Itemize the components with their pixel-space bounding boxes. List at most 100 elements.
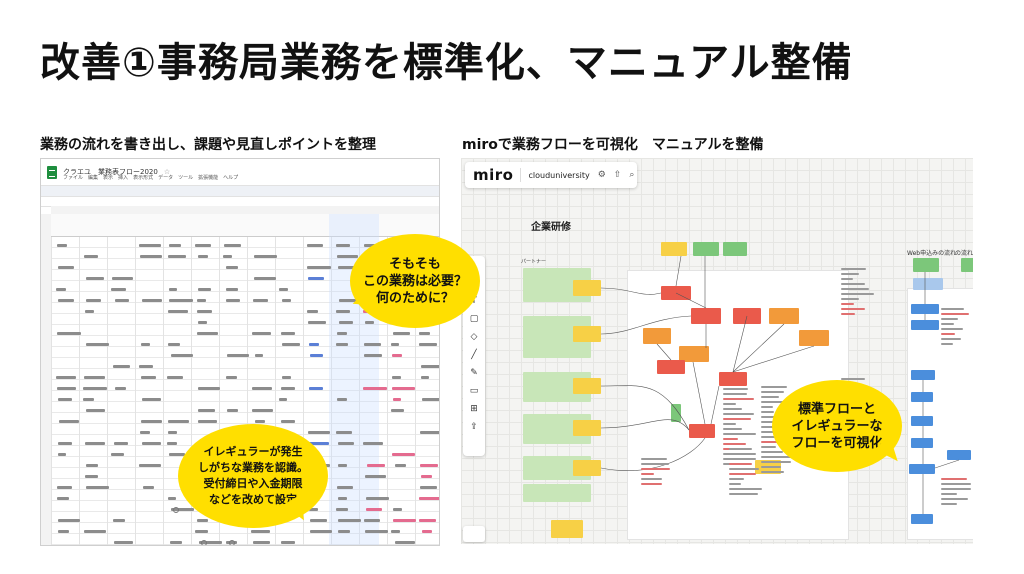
board-text-line [761, 451, 783, 453]
board-text-line [641, 468, 670, 470]
frame-icon[interactable]: ⊞ [470, 404, 478, 414]
left-caption: 業務の流れを書き出し、課題や見直しポイントを整理 [40, 137, 376, 153]
menu-item[interactable]: ツール [178, 175, 194, 181]
menu-item[interactable]: ヘルプ [223, 175, 239, 181]
cell-text [57, 266, 75, 269]
cell-text [57, 453, 66, 456]
cell-text [307, 442, 329, 445]
cell-text [141, 299, 163, 302]
board-text-line [723, 393, 747, 395]
process-note[interactable] [573, 280, 601, 296]
cell-text [167, 497, 176, 500]
flow-node[interactable] [689, 424, 715, 438]
cell-text [281, 387, 295, 390]
flow-node[interactable] [691, 308, 721, 324]
flow-node[interactable] [671, 404, 681, 422]
cell-text [139, 365, 153, 368]
flow-node[interactable] [657, 360, 685, 374]
board-text-line [841, 283, 865, 285]
cell-text [198, 321, 207, 324]
upload-icon[interactable]: ⇧ [613, 170, 622, 180]
web-flow-node[interactable] [947, 450, 971, 460]
cell-text [364, 475, 386, 478]
gear-icon[interactable]: ⚙ [597, 170, 606, 180]
cell-text [140, 376, 157, 379]
pen-icon[interactable]: ✎ [470, 368, 478, 378]
line-icon[interactable]: ╱ [471, 350, 477, 360]
lane-note[interactable] [523, 484, 591, 502]
cell-text [363, 519, 381, 522]
flow-node[interactable] [719, 372, 747, 386]
flow-node[interactable] [799, 330, 829, 346]
cell-text [279, 288, 289, 291]
cell-text [308, 343, 320, 346]
cell-text [335, 244, 351, 247]
miro-top-bar: miro clouduniversity ⚙ ⇧ ⌕ [465, 162, 637, 188]
board-text-line [729, 468, 759, 470]
cell-text [86, 464, 98, 467]
menu-item[interactable]: データ [158, 175, 174, 181]
web-flow-node[interactable] [911, 438, 933, 448]
menu-item[interactable]: ファイル [63, 175, 84, 181]
board-text-line [841, 313, 855, 315]
menu-item[interactable]: 拡張機能 [198, 175, 219, 181]
comment-icon[interactable]: ▭ [469, 386, 479, 396]
web-flow-node[interactable] [913, 258, 939, 272]
shapes-icon[interactable]: ◇ [470, 332, 478, 342]
cell-text [336, 310, 351, 313]
cell-text [254, 420, 265, 423]
board-text-line [761, 456, 794, 458]
board-text-line [761, 426, 774, 428]
cell-text [197, 420, 217, 423]
board-text-line [841, 298, 859, 300]
flow-node[interactable] [643, 328, 671, 344]
cell-text [363, 442, 384, 445]
cell-text [168, 343, 181, 346]
menu-item[interactable]: 挿入 [118, 175, 129, 181]
web-flow-node[interactable] [909, 464, 935, 474]
board-name[interactable]: clouduniversity [528, 170, 590, 180]
process-note[interactable] [551, 520, 583, 538]
web-flow-node[interactable] [911, 304, 939, 314]
board-text-line [841, 278, 854, 280]
web-flow-node[interactable] [911, 370, 935, 380]
board-text-line [723, 423, 737, 425]
board-text-line [941, 483, 971, 485]
cell-text [335, 508, 348, 511]
process-note[interactable] [693, 242, 719, 256]
cell-text [363, 343, 382, 346]
flow-node[interactable] [769, 308, 799, 324]
web-flow-node[interactable] [961, 258, 973, 272]
board-text-line [841, 293, 874, 295]
process-note[interactable] [661, 242, 687, 256]
star-icon[interactable]: ☆ [163, 168, 171, 176]
menu-item[interactable]: 表示 [103, 175, 114, 181]
panel-toggle[interactable] [463, 526, 485, 542]
upload-icon[interactable]: ⇪ [470, 422, 478, 432]
process-note[interactable] [573, 420, 601, 436]
board-text-line [941, 328, 963, 330]
board-text-line [761, 391, 785, 393]
menu-item[interactable]: 表示形式 [133, 175, 154, 181]
process-note[interactable] [573, 326, 601, 342]
process-note[interactable] [573, 460, 601, 476]
process-note[interactable] [723, 242, 747, 256]
flow-node[interactable] [679, 346, 709, 362]
menu-item[interactable]: 編集 [88, 175, 99, 181]
web-flow-node[interactable] [911, 514, 933, 524]
bubble-line: 標準フローと [797, 401, 876, 417]
web-flow-node[interactable] [913, 278, 943, 290]
search-icon[interactable]: ⌕ [629, 170, 635, 180]
cell-text [281, 299, 291, 302]
sticky-note-icon[interactable]: ▢ [469, 314, 479, 324]
web-flow-node[interactable] [911, 392, 933, 402]
process-note[interactable] [573, 378, 601, 394]
board-text-line [761, 471, 785, 473]
board-text-line [761, 441, 785, 443]
web-flow-node[interactable] [911, 416, 933, 426]
cell-text [421, 365, 439, 368]
web-flow-node[interactable] [911, 320, 939, 330]
text-icon[interactable]: T [471, 296, 477, 306]
cell-text [336, 343, 349, 346]
cell-text [307, 310, 318, 313]
